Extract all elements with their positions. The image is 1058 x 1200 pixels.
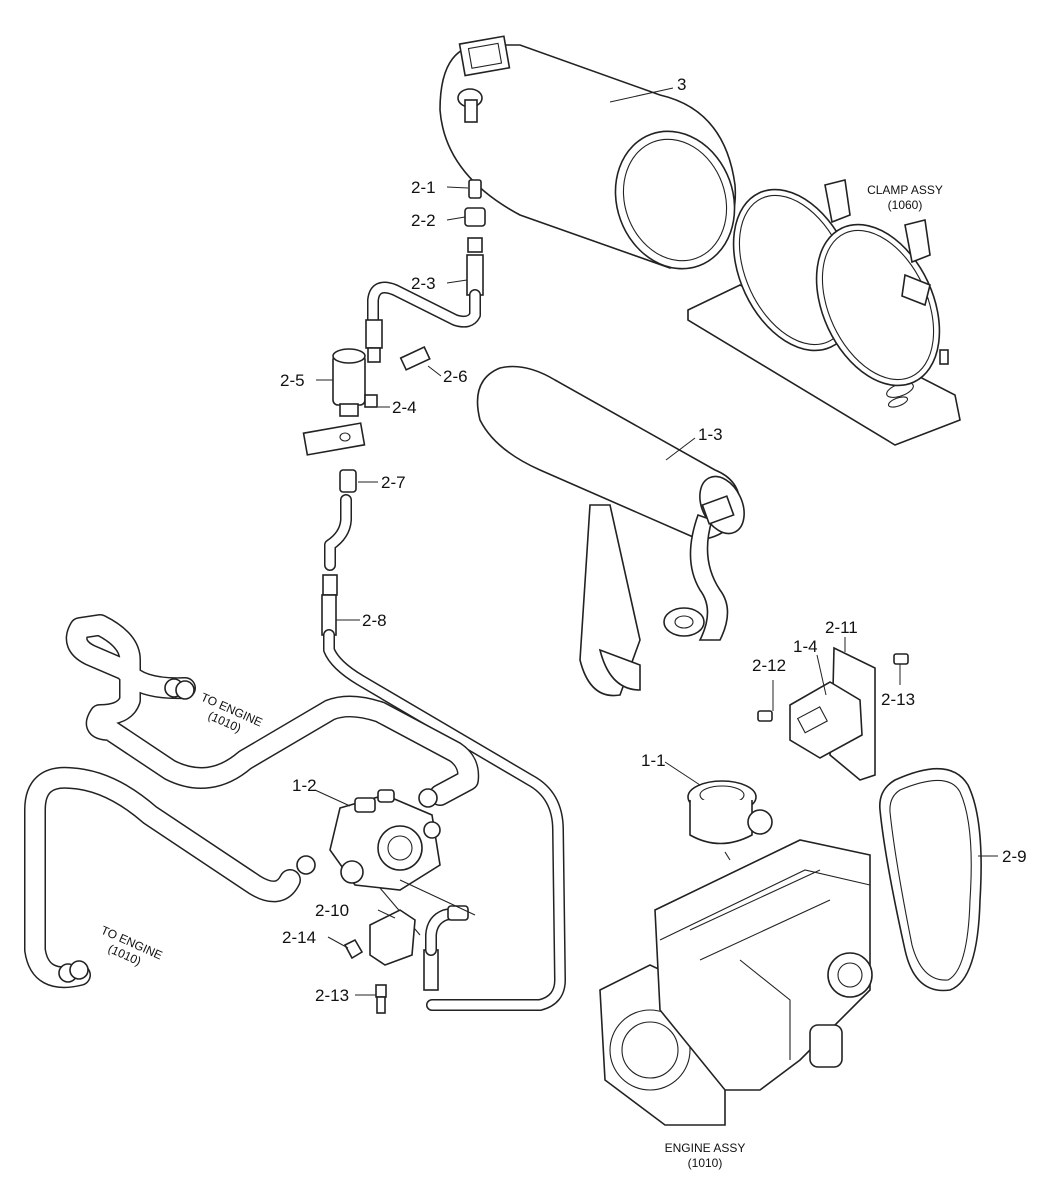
callout-2-4: 2-4 xyxy=(392,398,417,417)
fuel-hose-to-regulator xyxy=(321,494,566,1011)
solenoid-valve xyxy=(302,346,431,493)
callout-2-10: 2-10 xyxy=(315,901,349,920)
callout-2-12: 2-12 xyxy=(752,656,786,675)
regulator-bracket xyxy=(343,909,416,1014)
ecu-module xyxy=(757,646,909,781)
clamp-assy-code: (1060) xyxy=(888,198,923,212)
callout-3: 3 xyxy=(677,75,686,94)
callout-2-2: 2-2 xyxy=(411,211,436,230)
leader-lines xyxy=(314,87,998,996)
callout-2-11: 2-11 xyxy=(825,618,858,637)
upper-fuel-line xyxy=(365,179,486,363)
engine-assembly xyxy=(599,839,873,1126)
clamp-assembly xyxy=(687,179,961,446)
callout-2-6: 2-6 xyxy=(443,367,468,386)
callout-2-5: 2-5 xyxy=(280,371,305,390)
muffler xyxy=(476,365,745,697)
callout-labels: 3 2-1 2-2 2-3 2-5 2-6 2-4 2-7 1-3 2-8 2-… xyxy=(280,75,1027,1005)
clamp-assy-label: CLAMP ASSY xyxy=(867,183,943,197)
engine-assy-code: (1010) xyxy=(688,1156,723,1170)
throttle-body xyxy=(687,780,773,861)
lpg-regulator xyxy=(329,789,476,936)
callout-1-3: 1-3 xyxy=(698,425,723,444)
lpg-tank xyxy=(439,35,737,270)
callout-1-4: 1-4 xyxy=(793,637,818,656)
engine-assy-label: ENGINE ASSY xyxy=(665,1141,746,1155)
callout-2-3: 2-3 xyxy=(411,274,436,293)
callout-2-13-upper: 2-13 xyxy=(881,690,915,709)
callout-2-13-lower: 2-13 xyxy=(315,986,349,1005)
callout-1-1: 1-1 xyxy=(641,751,666,770)
callout-1-2: 1-2 xyxy=(292,776,317,795)
callout-2-9: 2-9 xyxy=(1002,847,1027,866)
coolant-hoses xyxy=(24,614,480,989)
drive-belt xyxy=(878,767,982,992)
callout-2-14: 2-14 xyxy=(282,928,316,947)
callout-2-8: 2-8 xyxy=(362,611,387,630)
callout-2-7: 2-7 xyxy=(381,473,406,492)
callout-2-1: 2-1 xyxy=(411,178,436,197)
